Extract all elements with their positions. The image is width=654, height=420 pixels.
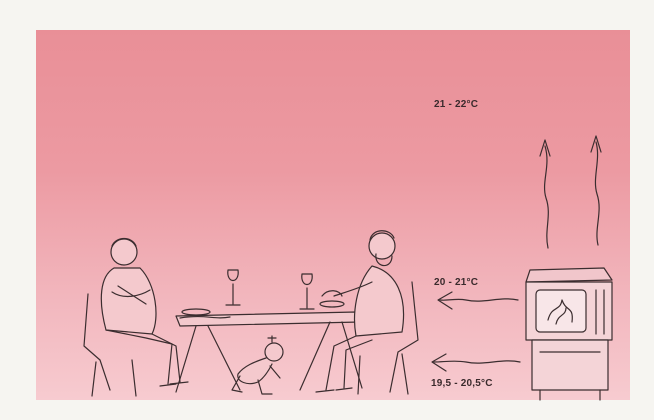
heat-arrow-bottom [432,354,520,371]
wine-glass-right [300,274,314,309]
wood-stove [526,268,612,400]
temperature-label-bottom: 19,5 - 20,5°C [431,378,493,389]
person-left-seated [84,239,188,397]
heat-arrow-middle [438,292,518,309]
crawling-baby [232,336,283,394]
rising-heat-arrows [540,136,601,248]
temperature-label-middle: 20 - 21°C [434,277,478,288]
temperature-label-top: 21 - 22°C [434,99,478,110]
wine-glass-left [226,270,240,305]
plates [182,291,344,315]
